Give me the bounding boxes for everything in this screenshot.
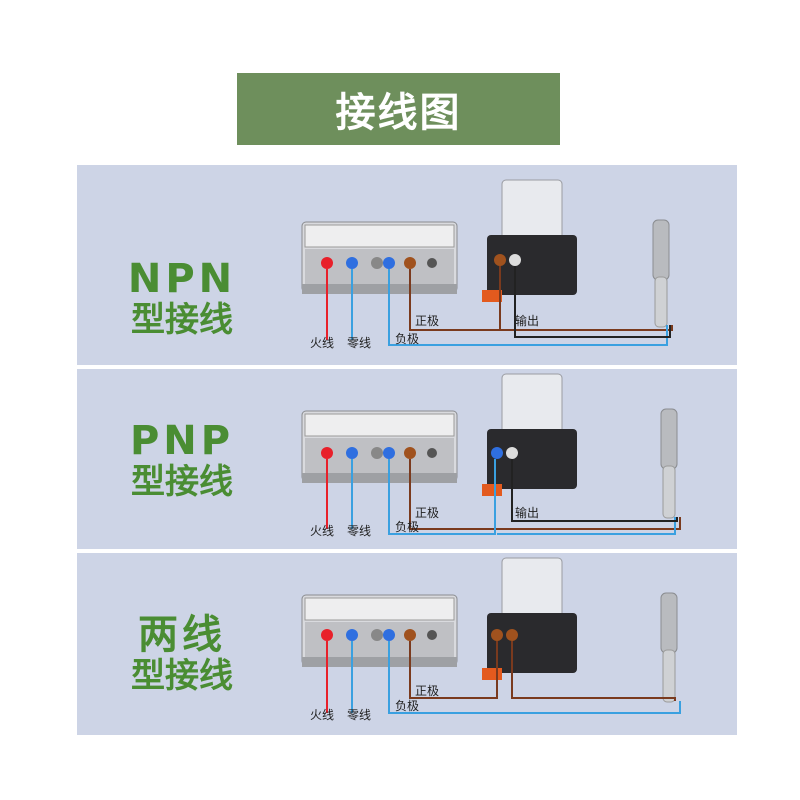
wiring-type-suffix: 型接线 (131, 300, 233, 340)
panel-npn: NPN 型接线 (77, 165, 737, 365)
wiring-type-name: NPN (127, 256, 237, 302)
relay (482, 557, 577, 680)
terminal-l (321, 257, 333, 269)
proximity-sensor (652, 219, 670, 328)
label-output: 输出 (515, 505, 539, 520)
label-neutral: 零线 (347, 524, 371, 538)
relay (482, 179, 577, 302)
terminal-minus (383, 257, 395, 269)
label-negative: 负极 (395, 520, 419, 534)
label-live: 火线 (310, 524, 334, 538)
wire-output (511, 459, 678, 522)
wiring-diagram: 火线 零线 正极 负极 输出 (301, 179, 673, 350)
title-banner: 接线图 (237, 73, 560, 145)
label-negative: 负极 (395, 699, 419, 713)
wiring-type-suffix: 型接线 (131, 656, 233, 696)
panel-two-wire: 两线 型接线 火线 (77, 553, 737, 735)
terminal-plus (404, 257, 416, 269)
panel-label: NPN 型接线 (77, 257, 287, 339)
proximity-sensor (660, 592, 678, 703)
panel-pnp: PNP 型接线 (77, 369, 737, 549)
power-supply (301, 410, 458, 483)
wire-positive (409, 459, 681, 530)
terminal-ground (371, 257, 383, 269)
page-title: 接线图 (335, 90, 462, 136)
terminal-plus (404, 447, 416, 459)
wire-negative (388, 641, 681, 714)
wire-positive (409, 269, 673, 331)
relay-terminal-2 (506, 629, 518, 641)
terminal-l (321, 629, 333, 641)
power-supply (301, 221, 458, 294)
relay-terminal-2 (509, 254, 521, 266)
wire-sensor-negative (497, 517, 676, 535)
relay (482, 373, 577, 496)
wiring-diagram: 火线 零线 正极 负极 输出 (301, 373, 681, 538)
terminal-adj (427, 448, 437, 458)
wiring-type-suffix: 型接线 (131, 462, 233, 502)
wire-relay-sensor (511, 641, 676, 701)
wiring-type-name: PNP (129, 418, 235, 464)
terminal-n (346, 629, 358, 641)
terminal-plus (404, 629, 416, 641)
label-live: 火线 (310, 336, 334, 350)
terminal-l (321, 447, 333, 459)
relay-terminal-2 (506, 447, 518, 459)
terminal-adj (427, 630, 437, 640)
proximity-sensor (660, 408, 678, 519)
wire-positive (409, 641, 498, 699)
label-negative: 负极 (395, 332, 419, 346)
terminal-n (346, 257, 358, 269)
wiring-type-name: 两线 (138, 612, 226, 658)
terminal-minus (383, 447, 395, 459)
terminal-adj (427, 258, 437, 268)
terminal-ground (371, 447, 383, 459)
wire-output (514, 266, 671, 338)
panel-label: PNP 型接线 (77, 419, 287, 501)
label-positive: 正极 (415, 314, 439, 328)
wire-negative (388, 269, 668, 346)
label-output: 输出 (515, 313, 539, 328)
label-positive: 正极 (415, 506, 439, 520)
label-neutral: 零线 (347, 708, 371, 722)
wiring-diagram: 火线 零线 正极 负极 (301, 557, 681, 722)
label-neutral: 零线 (347, 336, 371, 350)
label-positive: 正极 (415, 684, 439, 698)
terminal-ground (371, 629, 383, 641)
terminal-n (346, 447, 358, 459)
relay-terminal-1 (491, 447, 503, 459)
power-supply (301, 594, 458, 667)
terminal-minus (383, 629, 395, 641)
relay-terminal-1 (494, 254, 506, 266)
relay-terminal-1 (491, 629, 503, 641)
panel-label: 两线 型接线 (77, 613, 287, 695)
wire-negative (388, 459, 496, 535)
label-live: 火线 (310, 708, 334, 722)
